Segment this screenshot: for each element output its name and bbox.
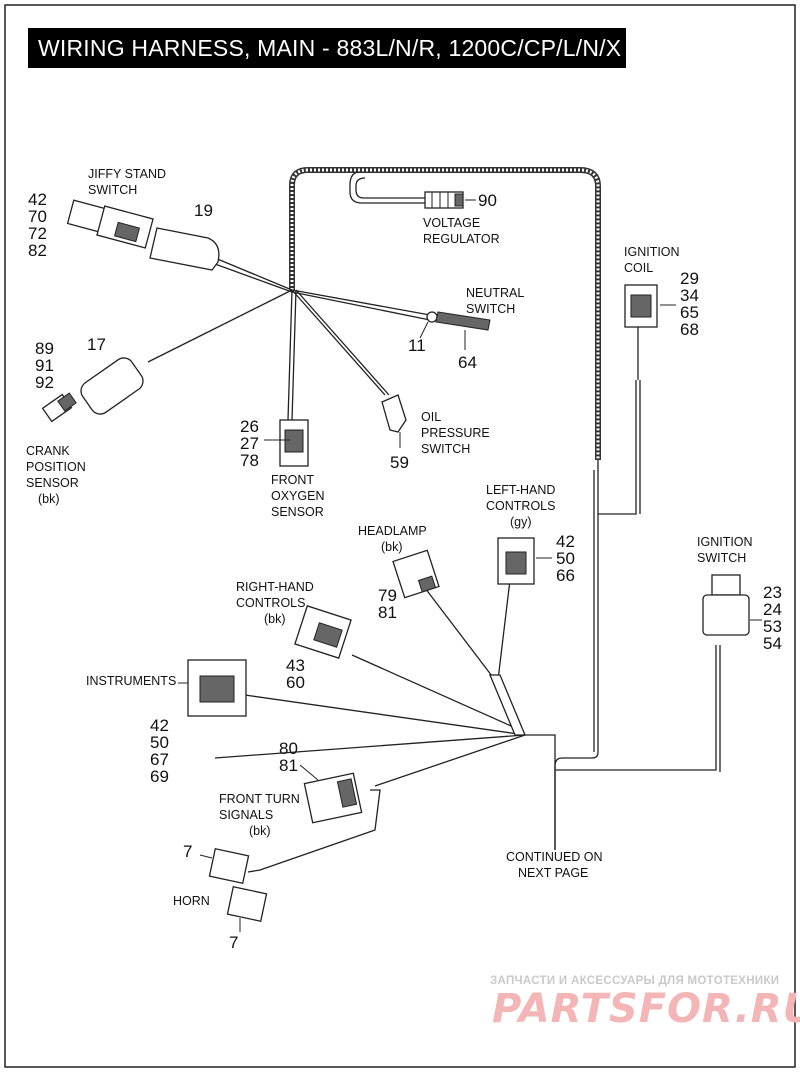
voltage-regulator-label-2: REGULATOR (423, 232, 500, 246)
voltage-regulator (349, 171, 476, 209)
callout-29: 29 (680, 269, 699, 288)
callout-11: 11 (408, 336, 426, 355)
callout-42-instr: 42 (150, 716, 169, 735)
callout-50-instr: 50 (150, 733, 169, 752)
callout-91: 91 (35, 356, 54, 375)
diagram-border (4, 4, 796, 1068)
oxygen-label-3: SENSOR (271, 505, 324, 519)
watermark-logo: PARTSFOR.RU (492, 986, 800, 1032)
callout-67: 67 (150, 750, 169, 769)
callout-70: 70 (28, 207, 47, 226)
callout-7-bottom: 7 (229, 933, 238, 952)
oxygen-label-1: FRONT (271, 473, 314, 487)
callout-42-jiffy: 42 (28, 190, 47, 209)
callout-92: 92 (35, 373, 54, 392)
callout-53: 53 (763, 617, 782, 636)
harness-branches (147, 257, 431, 421)
callout-89: 89 (35, 339, 54, 358)
left-hand-label-1: LEFT-HAND (486, 483, 555, 497)
callout-43: 43 (286, 656, 305, 675)
callout-72: 72 (28, 224, 47, 243)
callout-27: 27 (240, 434, 259, 453)
lower-branches (214, 579, 721, 871)
crank-label-3: SENSOR (26, 476, 79, 490)
callout-69: 69 (150, 767, 169, 786)
headlamp-label-2: (bk) (381, 540, 403, 554)
right-hand-label-1: RIGHT-HAND (236, 580, 314, 594)
jiffy-stand-switch (66, 199, 220, 271)
left-hand-label-3: (gy) (510, 515, 532, 529)
oil-pressure-label-3: SWITCH (421, 442, 470, 456)
callout-68: 68 (680, 320, 699, 339)
headlamp-label-1: HEADLAMP (358, 524, 427, 538)
crank-label-2: POSITION (26, 460, 86, 474)
callout-24: 24 (763, 600, 782, 619)
neutral-switch-label-2: SWITCH (466, 302, 515, 316)
right-hand-label-2: CONTROLS (236, 596, 305, 610)
front-oxygen-sensor (264, 419, 309, 467)
callout-7-top: 7 (183, 842, 192, 861)
callout-64: 64 (458, 353, 477, 372)
headlamp (392, 549, 440, 599)
callout-90: 90 (478, 191, 497, 210)
callout-26: 26 (240, 417, 259, 436)
continued-label-1: CONTINUED ON (506, 850, 603, 864)
crank-label-1: CRANK (26, 444, 70, 458)
oil-pressure-label-1: OIL (421, 410, 441, 424)
callout-79: 79 (378, 586, 397, 605)
oil-pressure-switch (381, 394, 407, 448)
right-hand-label-3: (bk) (264, 612, 286, 626)
ignition-switch-label-1: IGNITION (697, 535, 753, 549)
right-hand-controls (294, 605, 352, 659)
callout-82: 82 (28, 241, 47, 260)
callout-81-headlamp: 81 (378, 603, 397, 622)
page-title: WIRING HARNESS, MAIN - 883L/N/R, 1200C/C… (28, 28, 626, 68)
turn-signals-label-1: FRONT TURN (219, 792, 300, 806)
crank-position-sensor (41, 357, 144, 423)
neutral-switch (419, 311, 491, 350)
callout-42-left: 42 (556, 532, 575, 551)
oil-pressure-label-2: PRESSURE (421, 426, 490, 440)
ignition-coil-label-2: COIL (624, 261, 653, 275)
continued-label-2: NEXT PAGE (518, 866, 588, 880)
horn-label: HORN (173, 894, 210, 908)
voltage-regulator-label-1: VOLTAGE (423, 216, 480, 230)
left-hand-controls (497, 537, 552, 585)
callout-50-left: 50 (556, 549, 575, 568)
callout-19: 19 (194, 201, 213, 220)
jiffy-stand-label-1: JIFFY STAND (88, 167, 166, 181)
oxygen-label-2: OXYGEN (271, 489, 325, 503)
turn-signals-label-3: (bk) (249, 824, 271, 838)
callout-60: 60 (286, 673, 305, 692)
crank-label-4: (bk) (38, 492, 60, 506)
callout-66: 66 (556, 566, 575, 585)
horn (199, 848, 268, 932)
instruments-label: INSTRUMENTS (86, 674, 176, 688)
callout-81-turn: 81 (279, 756, 298, 775)
callout-59: 59 (390, 453, 409, 472)
callout-65: 65 (680, 303, 699, 322)
callout-34: 34 (680, 286, 699, 305)
callout-17: 17 (87, 335, 106, 354)
callout-80: 80 (279, 739, 298, 758)
neutral-switch-label-1: NEUTRAL (466, 286, 524, 300)
ignition-switch (702, 574, 762, 636)
callout-78: 78 (240, 451, 259, 470)
ignition-coil (624, 284, 676, 380)
turn-signals-label-2: SIGNALS (219, 808, 273, 822)
callout-54: 54 (763, 634, 782, 653)
ignition-coil-label-1: IGNITION (624, 245, 680, 259)
jiffy-stand-label-2: SWITCH (88, 183, 137, 197)
watermark-tagline: ЗАПЧАСТИ И АКСЕССУАРЫ ДЛЯ МОТОТЕХНИКИ (490, 975, 780, 987)
instruments-connector (178, 659, 247, 717)
front-turn-signals (299, 764, 363, 824)
ignition-switch-label-2: SWITCH (697, 551, 746, 565)
callout-23: 23 (763, 583, 782, 602)
left-hand-label-2: CONTROLS (486, 499, 555, 513)
